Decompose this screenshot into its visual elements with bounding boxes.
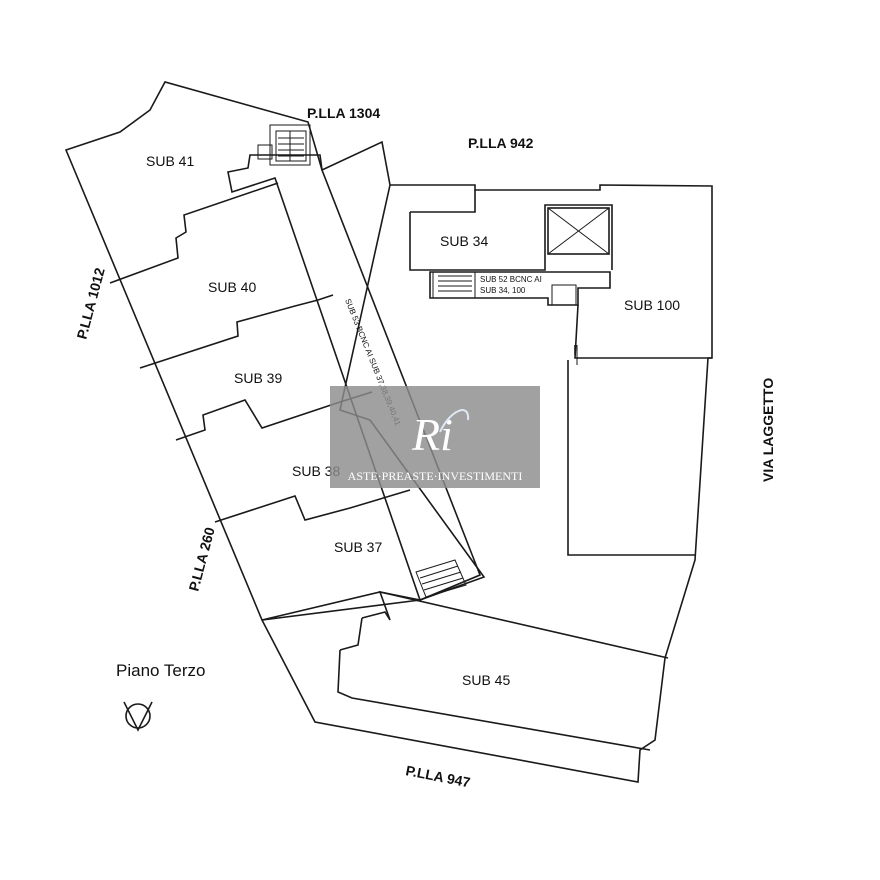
sub38-label: SUB 38 — [292, 463, 340, 479]
corridor — [227, 154, 482, 602]
floor-label: Piano Terzo — [116, 661, 205, 680]
bcnc-label-line2: SUB 34, 100 — [480, 286, 526, 295]
parcel-1012-label: P.LLA 1012 — [73, 266, 107, 341]
sub41-label: SUB 41 — [146, 153, 194, 169]
sub39-label: SUB 39 — [234, 370, 282, 386]
sub100-region — [567, 304, 712, 556]
sub34-label: SUB 34 — [440, 233, 488, 249]
watermark-tagline: ASTE·PREASTE·INVESTIMENTI — [348, 469, 523, 483]
parcel-942-label: P.LLA 942 — [468, 135, 534, 151]
parcel-1304-label: P.LLA 1304 — [307, 105, 380, 121]
stairs-bottom-icon — [415, 559, 467, 598]
sub45-label: SUB 45 — [462, 672, 510, 688]
sub34-box — [409, 190, 613, 271]
left-building-outline — [64, 81, 486, 621]
sub45-block — [337, 590, 669, 751]
watermark-logo: Ri — [411, 409, 453, 460]
sub100-label: SUB 100 — [624, 297, 680, 313]
divider-40-39 — [139, 294, 334, 369]
divider-41-40 — [109, 182, 279, 284]
watermark-swoosh — [439, 409, 470, 433]
sub37-label: SUB 37 — [334, 539, 382, 555]
lift-shaft-icon — [547, 207, 610, 255]
parcel-260-label: P.LLA 260 — [185, 525, 217, 592]
north-arrow-icon — [123, 701, 153, 732]
sub40-label: SUB 40 — [208, 279, 256, 295]
divider-38-37 — [214, 489, 411, 523]
bcnc-label-line1: SUB 52 BCNC AI — [480, 275, 542, 284]
watermark: Ri ASTE·PREASTE·INVESTIMENTI — [330, 386, 540, 488]
parcel-947-label: P.LLA 947 — [404, 762, 471, 790]
street-label: VIA LAGGETTO — [760, 378, 776, 482]
stairs-top-icon — [257, 124, 311, 166]
